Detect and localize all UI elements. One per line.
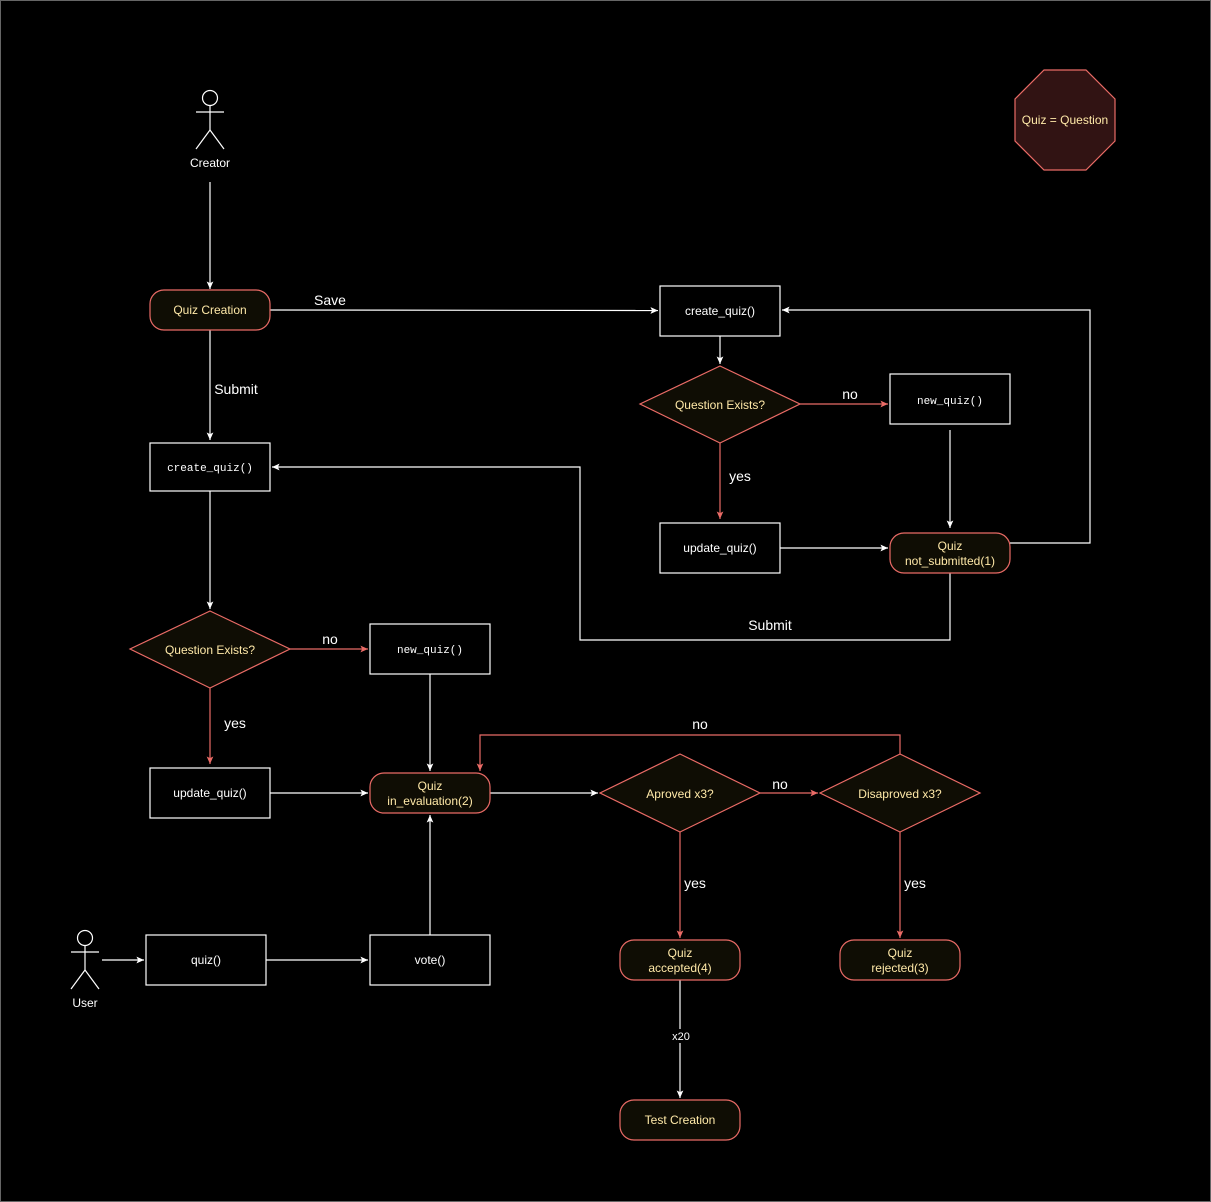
no-right-edge-label: no [842, 386, 858, 402]
new-quiz-left-node[interactable] [369, 623, 491, 675]
yes-right-edge-label: yes [729, 468, 751, 484]
x20-edge-label: x20 [672, 1031, 690, 1043]
yes-approved-edge-label: yes [684, 875, 706, 891]
new-quiz-right-node[interactable] [889, 373, 1011, 425]
create-quiz-right-node[interactable] [659, 285, 781, 337]
quiz-fn-node[interactable] [145, 934, 267, 986]
update-quiz-left-label: update_quiz() [173, 786, 246, 800]
vote-fn-node[interactable] [369, 934, 491, 986]
accepted-label-1: Quiz [668, 946, 693, 960]
accepted-node[interactable] [619, 939, 741, 981]
in-evaluation-label-1: Quiz [418, 779, 443, 793]
accepted-label-2: accepted(4) [648, 961, 711, 975]
submit-left-edge-label: Submit [214, 381, 258, 397]
edge-save [269, 307, 659, 314]
edge-no-top [476, 734, 901, 771]
no-mid-edge-label: no [772, 776, 788, 792]
question-exists-left-label: Question Exists? [165, 643, 255, 657]
update-quiz-right-label: update_quiz() [683, 541, 756, 555]
question-exists-left-node[interactable] [128, 610, 292, 689]
save-edge-label: Save [314, 292, 346, 308]
update-quiz-right-node[interactable] [659, 522, 781, 574]
rejected-label-2: rejected(3) [871, 961, 928, 975]
in-evaluation-label-2: in_evaluation(2) [387, 794, 472, 808]
legend-octagon [1014, 69, 1116, 171]
question-exists-right-node[interactable] [638, 365, 802, 444]
new-quiz-left-label: new_quiz() [397, 645, 463, 657]
question-exists-right-label: Question Exists? [675, 398, 765, 412]
user-actor-icon [70, 929, 100, 990]
not-submitted-label-2: not_submitted(1) [905, 554, 995, 568]
new-quiz-right-label: new_quiz() [917, 396, 983, 408]
creator-label: Creator [190, 156, 230, 170]
yes-disapproved-edge-label: yes [904, 875, 926, 891]
test-creation-label: Test Creation [645, 1113, 716, 1127]
no-top-edge-label: no [692, 716, 708, 732]
create-quiz-right-label: create_quiz() [685, 304, 755, 318]
yes-left-edge-label: yes [224, 715, 246, 731]
x20-label-bg [668, 1029, 692, 1043]
user-label: User [72, 996, 97, 1010]
no-left-edge-label: no [322, 631, 338, 647]
rejected-node[interactable] [839, 939, 961, 981]
rejected-label-1: Quiz [888, 946, 913, 960]
create-quiz-left-node[interactable] [149, 442, 271, 492]
disapproved-label: Disaproved x3? [858, 787, 942, 801]
submit-bottom-edge-label: Submit [748, 617, 792, 633]
update-quiz-left-node[interactable] [149, 767, 271, 819]
edge-submit-bottom [272, 463, 951, 641]
vote-fn-label: vote() [415, 953, 446, 967]
create-quiz-left-label: create_quiz() [167, 463, 253, 475]
quiz-fn-label: quiz() [191, 953, 221, 967]
approved-node[interactable] [598, 753, 762, 833]
legend-text: Quiz = Question [1022, 113, 1108, 127]
approved-label: Aproved x3? [646, 787, 714, 801]
disapproved-node[interactable] [818, 753, 982, 833]
quiz-creation-node[interactable] [149, 289, 271, 331]
creator-actor-icon [195, 89, 225, 150]
test-creation-node[interactable] [619, 1099, 741, 1141]
in-evaluation-node[interactable] [369, 772, 491, 814]
quiz-creation-label: Quiz Creation [173, 303, 246, 317]
not-submitted-node[interactable] [889, 532, 1011, 574]
edge-not-submitted-loop [782, 306, 1091, 544]
not-submitted-label-1: Quiz [938, 539, 963, 553]
